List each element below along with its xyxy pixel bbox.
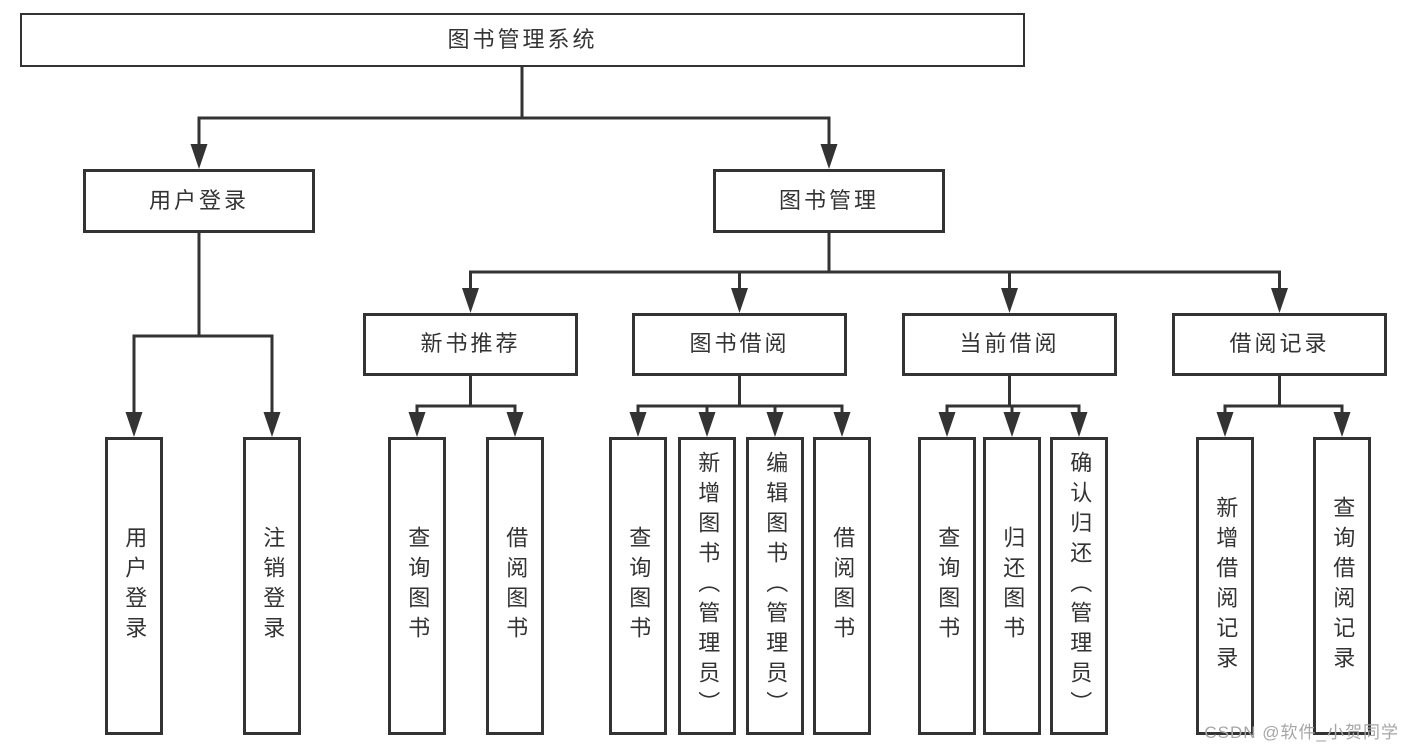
leaf-return-book: 归还图书 <box>983 437 1041 735</box>
leaf-logout: 注销登录 <box>243 437 301 735</box>
leaf-borrow-books: 借阅图书 <box>813 437 871 735</box>
node-borrow-records: 借阅记录 <box>1172 313 1387 376</box>
leaf-query-books-current: 查询图书 <box>918 437 976 735</box>
arrowheads <box>125 144 1351 437</box>
leaf-query-books-borrow: 查询图书 <box>609 437 667 735</box>
node-current-borrow: 当前借阅 <box>902 313 1117 376</box>
leaf-user-login: 用户登录 <box>105 437 163 735</box>
node-root-system: 图书管理系统 <box>20 13 1025 67</box>
node-new-book-recommend: 新书推荐 <box>363 313 578 376</box>
node-book-borrow: 图书借阅 <box>632 313 847 376</box>
node-user-login: 用户登录 <box>83 169 315 233</box>
leaf-query-borrow-record: 查询借阅记录 <box>1313 437 1371 735</box>
node-book-management: 图书管理 <box>713 169 945 233</box>
leaf-edit-book-admin: 编辑图书（管理员） <box>746 437 804 735</box>
leaf-add-book-admin: 新增图书（管理员） <box>678 437 736 735</box>
csdn-watermark: CSDN @软件_小贺同学 <box>1204 723 1399 742</box>
leaf-borrow-books-recommend: 借阅图书 <box>486 437 544 735</box>
leaf-confirm-return-admin: 确认归还（管理员） <box>1050 437 1108 735</box>
leaf-add-borrow-record: 新增借阅记录 <box>1196 437 1254 735</box>
leaf-query-books-recommend: 查询图书 <box>388 437 446 735</box>
